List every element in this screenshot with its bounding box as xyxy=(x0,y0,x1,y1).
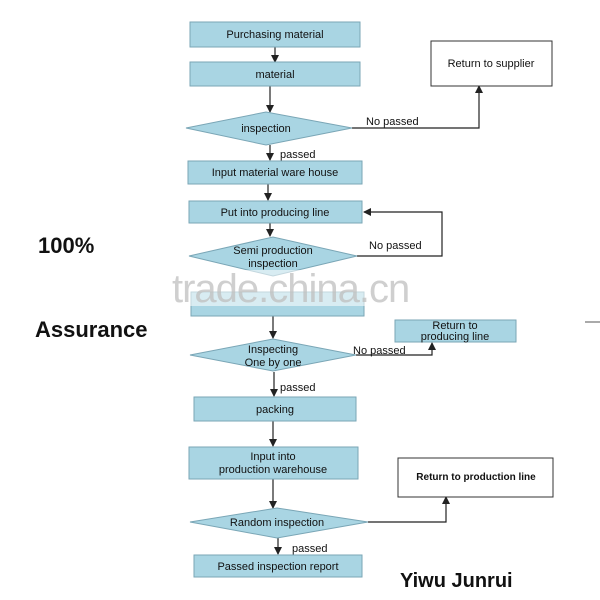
node-material-box xyxy=(189,61,361,87)
connectors xyxy=(264,47,483,555)
node-semi-production: Semi production inspection xyxy=(188,236,358,277)
node-semi-production-label-2: inspection xyxy=(248,258,298,270)
arrow-inspecting-to-return xyxy=(356,342,436,356)
node-packing: packing xyxy=(193,396,357,422)
watermark-text: trade.china.cn xyxy=(172,267,409,311)
node-return-producing-box xyxy=(394,319,517,343)
node-inspecting-label-2: One by one xyxy=(245,357,302,369)
node-inspection-label: inspection xyxy=(241,123,291,135)
edge-label-passed-2: passed xyxy=(280,382,315,394)
node-inspecting-label-1: Inspecting xyxy=(248,344,298,356)
node-return-supplier-label: Return to supplier xyxy=(448,58,535,70)
edge-label-no-passed-3: No passed xyxy=(353,345,406,357)
node-return-supplier-box xyxy=(430,40,553,87)
node-input-warehouse-box xyxy=(187,160,363,185)
node-material-label: material xyxy=(255,69,294,81)
node-input-production-box xyxy=(188,446,359,480)
node-purchasing-label: Purchasing material xyxy=(226,29,323,41)
node-purchasing-box xyxy=(189,21,361,48)
node-random-inspection: Random inspection xyxy=(189,507,369,539)
side-text-company: Yiwu Junrui xyxy=(400,570,513,592)
node-inspection: inspection xyxy=(185,111,353,146)
node-input-production-label-1: Input into xyxy=(250,451,295,463)
node-passed-report-label: Passed inspection report xyxy=(217,561,338,573)
node-return-production-label: Return to production line xyxy=(416,472,536,483)
node-inspection-diamond xyxy=(185,111,353,146)
node-random-label: Random inspection xyxy=(230,517,324,529)
node-return-supplier: Return to supplier xyxy=(430,40,553,87)
watermark-band xyxy=(170,270,440,306)
node-material: material xyxy=(189,61,361,87)
node-random-diamond xyxy=(189,507,369,539)
edge-label-passed-3: passed xyxy=(292,543,327,555)
edge-label-no-passed-1: No passed xyxy=(366,116,419,128)
node-passed-report: Passed inspection report xyxy=(193,554,363,578)
node-input-production-warehouse: Input into production warehouse xyxy=(188,446,359,480)
node-passed-report-box xyxy=(193,554,363,578)
arrow-inspection-to-supplier xyxy=(352,85,483,129)
side-text-assurance: Assurance xyxy=(35,317,148,342)
arrow-semi-to-producing xyxy=(357,208,443,257)
node-input-warehouse-label: Input material ware house xyxy=(212,167,339,179)
node-return-producing: Return to producing line xyxy=(394,319,517,343)
node-return-producing-label-2: producing line xyxy=(421,331,490,343)
node-inspecting-diamond xyxy=(189,338,357,372)
node-semi-production-label-1: Semi production xyxy=(233,245,313,257)
node-input-production-label-2: production warehouse xyxy=(219,464,327,476)
node-producing-line-box xyxy=(188,200,363,224)
node-return-production: Return to production line xyxy=(397,457,554,498)
edge-label-no-passed-2: No passed xyxy=(369,240,422,252)
edge-label-passed-1: passed xyxy=(280,149,315,161)
node-semi-production-diamond xyxy=(188,236,358,277)
node-return-production-box xyxy=(397,457,554,498)
arrow-random-to-return xyxy=(368,496,450,523)
node-packing-box xyxy=(193,396,357,422)
node-inspecting-one-by-one: Inspecting One by one xyxy=(189,338,357,372)
node-packing-label: packing xyxy=(256,404,294,416)
node-producing-line: Put into producing line xyxy=(188,200,363,224)
node-input-warehouse: Input material ware house xyxy=(187,160,363,185)
node-producing-line-label: Put into producing line xyxy=(221,207,330,219)
side-text-percent: 100% xyxy=(38,233,94,258)
node-purchasing: Purchasing material xyxy=(189,21,361,48)
node-return-producing-label-1: Return to xyxy=(432,320,477,332)
